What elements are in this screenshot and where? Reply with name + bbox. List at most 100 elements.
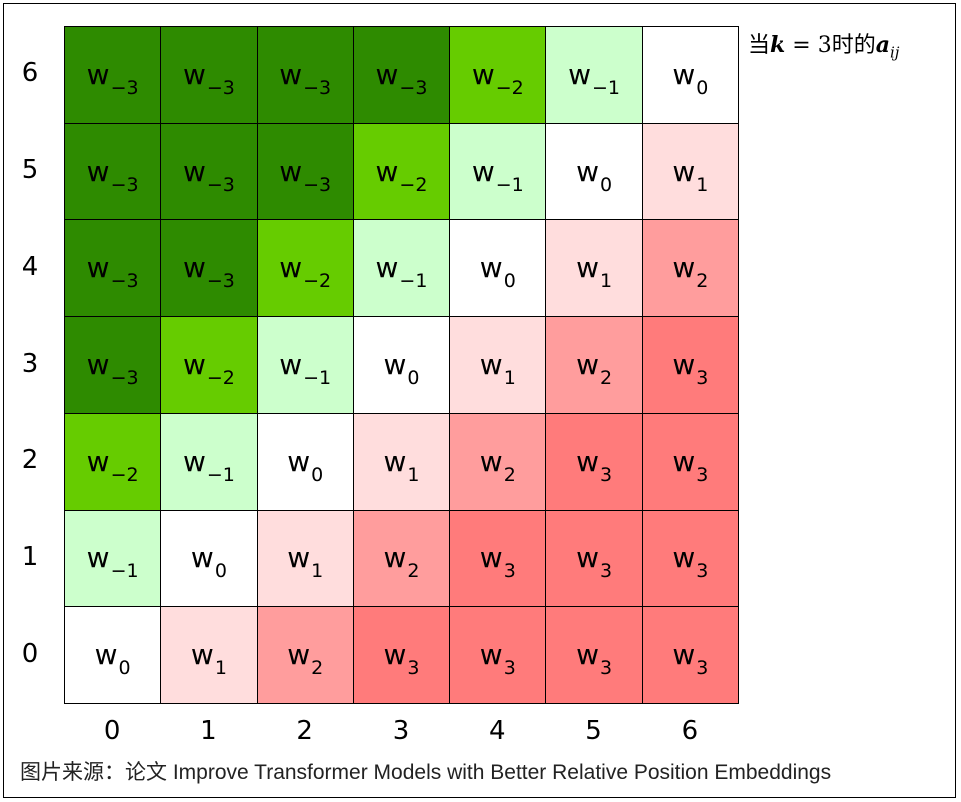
cell-weight-symbol: w [672,251,696,285]
cell-label: w2 [576,350,612,387]
cell-label: w−2 [279,254,331,291]
cell-weight-symbol: w [672,638,696,672]
cell-label: w0 [287,444,323,484]
cell-subscript: 0 [503,270,516,293]
cell-label: w−3 [182,154,235,194]
cell-label: w2 [479,444,516,484]
cell-weight-symbol: w [479,251,503,285]
cell-subscript: −1 [303,366,332,389]
cell-weight-symbol: w [576,541,599,575]
cell-weight-symbol: w [471,154,495,188]
cell-label: w3 [672,350,708,387]
matrix-cell: w−2 [449,26,547,124]
cell-label: w0 [479,251,516,291]
x-tick-label: 2 [296,716,313,746]
y-tick-label: 3 [21,348,39,379]
cell-weight-symbol: w [375,251,399,285]
cell-label: w2 [672,251,708,291]
cell-subscript: 3 [503,657,516,680]
cell-subscript: −2 [206,366,235,389]
cell-label: w−3 [86,154,139,194]
cell-weight-symbol: w [279,154,303,188]
cell-weight-symbol: w [86,154,110,188]
cell-weight-symbol: w [182,57,206,91]
cell-label: w−1 [279,350,331,387]
matrix-cell: w−2 [352,122,451,221]
matrix-cell: w3 [641,316,739,414]
matrix-cell: w0 [641,26,739,124]
cell-weight-symbol: w [287,444,311,478]
matrix-cell: w0 [449,219,547,318]
cell-subscript: 0 [599,173,613,196]
cell-label: w0 [576,154,612,194]
matrix-cell: w−2 [160,316,258,414]
cell-subscript: 3 [696,463,709,486]
matrix-cell: w−3 [352,26,451,124]
cell-label: w−3 [279,60,331,97]
cell-label: w0 [383,347,419,387]
cell-subscript: −1 [592,76,621,99]
cell-label: w2 [383,544,419,581]
cell-weight-symbol: w [576,154,599,188]
matrix-cell: w−1 [160,412,258,511]
cell-weight-symbol: w [479,444,503,478]
y-tick-label: 6 [21,58,39,89]
matrix-cell: w1 [352,412,451,511]
cell-subscript: 0 [696,76,709,99]
matrix-cell: w1 [545,219,643,318]
cell-label: w1 [672,154,708,194]
matrix-cell: w−3 [64,219,162,318]
cell-subscript: 1 [696,173,709,196]
cell-subscript: −2 [303,270,332,293]
matrix-cell: w3 [449,606,547,704]
cell-label: w1 [287,544,323,581]
cell-weight-symbol: w [86,347,110,381]
cell-subscript: 0 [311,463,324,486]
cell-weight-symbol: w [672,154,696,188]
cell-weight-symbol: w [94,638,118,672]
matrix-cell: w0 [352,316,451,414]
cell-subscript: 1 [503,366,516,389]
matrix-cell: w0 [256,412,354,511]
cell-weight-symbol: w [190,541,214,575]
cell-label: w3 [672,638,708,678]
cell-weight-symbol: w [375,57,399,91]
y-tick-label: 1 [21,541,39,572]
cell-weight-symbol: w [182,154,206,188]
cell-label: w−3 [183,254,235,291]
matrix-cell: w3 [641,412,739,511]
matrix-cell: w3 [545,509,643,608]
cell-subscript: 2 [503,463,516,486]
cell-label: w1 [383,447,419,484]
cell-label: w−3 [182,57,235,97]
cell-label: w3 [672,544,708,581]
cell-label: w0 [94,638,131,678]
matrix-cell: w0 [545,122,643,221]
matrix-cell: w−3 [160,122,258,221]
annotation-text: 当k = 3时的aij [748,32,900,62]
cell-subscript: 3 [696,366,709,389]
matrix-cell: w2 [641,219,739,318]
cell-subscript: 0 [407,366,420,389]
cell-subscript: 2 [407,560,420,583]
cell-label: w−3 [86,347,139,387]
cell-subscript: −3 [110,76,139,99]
cell-subscript: 1 [407,463,420,486]
cell-subscript: −3 [110,173,139,196]
matrix-cell: w−1 [449,122,547,221]
cell-weight-symbol: w [375,154,399,188]
cell-subscript: −3 [303,76,332,99]
cell-weight-symbol: w [182,347,206,381]
cell-label: w−2 [472,60,524,97]
cell-weight-symbol: w [383,347,407,381]
matrix-cell: w−1 [545,26,643,124]
x-tick-label: 1 [200,716,217,746]
cell-subscript: 1 [311,560,324,583]
matrix-cell: w−1 [352,219,451,318]
cell-subscript: −3 [206,76,235,99]
y-tick-label: 4 [21,251,39,282]
matrix-cell: w−3 [256,26,354,124]
x-tick-label: 3 [392,716,410,746]
cell-weight-symbol: w [568,57,591,91]
matrix-cell: w2 [352,509,451,608]
